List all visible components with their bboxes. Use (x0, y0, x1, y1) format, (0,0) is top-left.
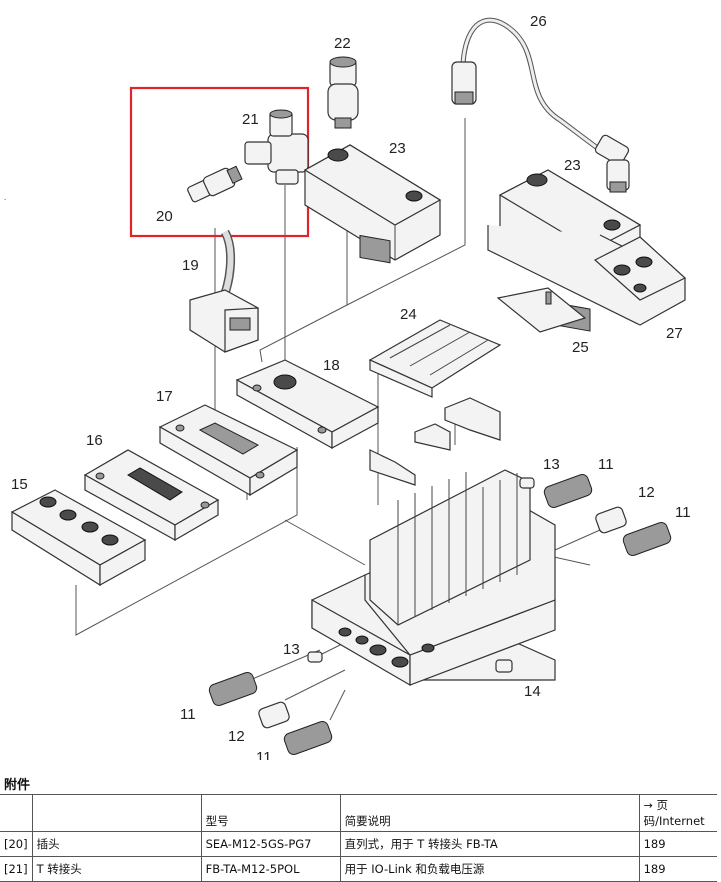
callout-label: 22 (334, 35, 351, 52)
callout-label: 26 (530, 13, 547, 30)
section-title: 附件 (4, 778, 31, 793)
header-page-label: 页码/Internet (643, 798, 705, 828)
callout-label: 13 (283, 641, 300, 658)
cell-description: 直列式，用于 T 转接头 FB-TA (339, 831, 640, 857)
callout-label: 11 (256, 749, 272, 760)
callout-label: 16 (86, 432, 103, 449)
callout-label: 23 (389, 140, 406, 157)
callout-label: 15 (11, 476, 28, 493)
header-page: → 页码/Internet (638, 794, 717, 832)
callout-label: 11 (675, 504, 691, 521)
part-17-module (158, 404, 299, 497)
callout-label: 27 (666, 325, 683, 342)
part-23-bus-node-a (303, 144, 442, 264)
fittings (208, 473, 672, 756)
callout-label: 13 (543, 456, 560, 473)
part-25-plate (496, 287, 587, 333)
callout-label: 23 (564, 157, 581, 174)
part-18-module (235, 359, 380, 450)
header-name (31, 794, 202, 832)
part-15-module (10, 489, 147, 587)
cell-type: FB-TA-M12-5POL (200, 856, 341, 882)
callout-label: 24 (400, 306, 417, 323)
svg-text:.: . (4, 193, 6, 202)
header-description: 简要说明 (339, 794, 640, 832)
cell-page: 189 (638, 856, 717, 882)
accessories-section: 附件 型号 简要说明 → 页码/Internet [20] 插头 SEA-M12… (0, 770, 721, 882)
arrow-icon: → (643, 799, 653, 812)
table-header-row: 型号 简要说明 → 页码/Internet (0, 794, 717, 832)
callout-label: 14 (524, 683, 541, 700)
cell-type: SEA-M12-5GS-PG7 (200, 831, 341, 857)
callout-label: 17 (156, 388, 173, 405)
header-position (0, 794, 33, 832)
table-row: [20] 插头 SEA-M12-5GS-PG7 直列式，用于 T 转接头 FB-… (0, 831, 717, 857)
cell-position: [21] (0, 856, 33, 882)
callout-label: 19 (182, 257, 199, 274)
callout-label: 25 (572, 339, 589, 356)
callout-label: 20 (156, 208, 173, 225)
callout-label: 11 (598, 456, 614, 473)
exploded-assembly-drawing: . (4, 13, 691, 760)
cell-name: T 转接头 (31, 856, 202, 882)
valve-terminal (311, 469, 556, 687)
callout-labels: 26 22 21 23 23 20 19 24 25 27 18 17 16 1… (11, 13, 691, 760)
part-16-module (83, 449, 220, 542)
part-20-plug (187, 165, 243, 203)
callout-label: 12 (638, 484, 655, 501)
callout-label: 21 (242, 111, 259, 128)
part-22-connector (327, 56, 359, 129)
part-26-cable (451, 17, 630, 193)
accessories-table: 型号 简要说明 → 页码/Internet [20] 插头 SEA-M12-5G… (0, 794, 717, 882)
part-19-cable-plug (189, 229, 259, 353)
cell-position: [20] (0, 831, 33, 857)
callout-label: 18 (323, 357, 340, 374)
callout-label: 11 (180, 706, 196, 723)
cell-name: 插头 (31, 831, 202, 857)
part-21-t-adapter (244, 109, 309, 185)
table-row: [21] T 转接头 FB-TA-M12-5POL 用于 IO-Link 和负载… (0, 856, 717, 882)
part-24-cover (368, 319, 502, 398)
cell-page: 189 (638, 831, 717, 857)
cell-description: 用于 IO-Link 和负载电压源 (339, 856, 640, 882)
header-type: 型号 (200, 794, 341, 832)
bracket-parts (369, 397, 501, 486)
part-27-base (487, 225, 687, 326)
callout-label: 12 (228, 728, 245, 745)
